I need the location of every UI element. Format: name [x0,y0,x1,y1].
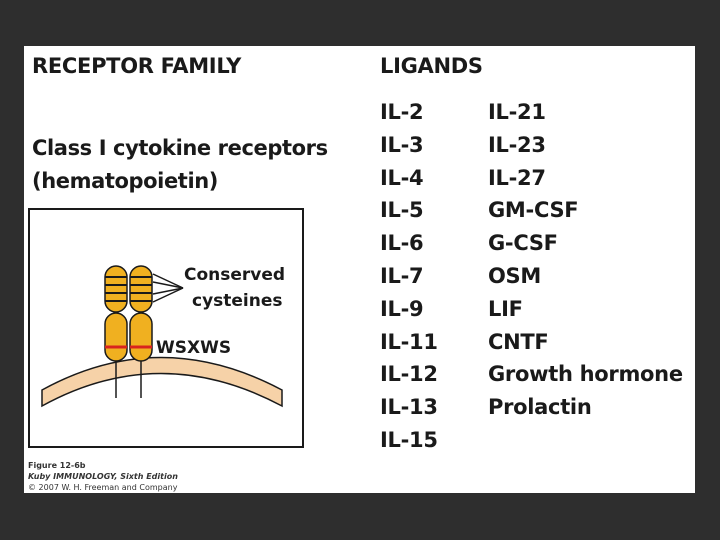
ligand-item: IL-2 [380,100,424,124]
receptor-family-name: Class I cytokine receptors (hematopoieti… [32,132,328,198]
ligand-item: IL-4 [380,165,424,190]
credit-figure-number: Figure 12-6b [28,461,86,470]
ligand-item: IL-27 [488,165,546,190]
ligand-column-1: IL-2 IL-3 IL-4 IL-5 IL-6 IL-7 IL-9 IL-11… [380,96,438,457]
ligands-header: LIGANDS [380,54,483,78]
receptor-diagram-svg: Conserved cysteines WSXWS [41,265,285,408]
ligand-column-2: IL-21 IL-23 IL-27 GM-CSF G-CSF OSM LIF C… [488,96,683,424]
receptor-chain-left [104,265,128,362]
receptor-chain-right [129,265,153,362]
cysteine-pointer-lines [152,273,184,303]
ligand-item: IL-3 [380,132,424,157]
wsxws-label: WSXWS [156,338,231,358]
domain-lower-left [104,312,128,362]
figure-credit: Figure 12-6b Kuby IMMUNOLOGY, Sixth Edit… [28,460,178,493]
cysteines-label: cysteines [192,291,283,311]
ligand-item: IL-13 [380,395,438,420]
conserved-label: Conserved [184,265,285,285]
ligand-item: IL-11 [380,329,438,354]
ligand-item: IL-23 [488,132,546,157]
ligand-item: IL-15 [380,427,438,452]
domain-lower-right [129,312,153,362]
ligand-item: IL-5 [380,198,424,223]
ligand-item: GM-CSF [488,198,579,223]
family-line-2: (hematopoietin) [32,169,218,193]
receptor-family-header: RECEPTOR FAMILY [32,54,242,78]
ligand-item: CNTF [488,329,549,354]
receptor-diagram: Conserved cysteines WSXWS [28,208,304,448]
ligand-item: G-CSF [488,231,558,256]
ligand-item: Growth hormone [488,362,683,387]
ligand-item: IL-21 [488,100,546,124]
ligand-item: IL-6 [380,231,424,256]
ligand-item: LIF [488,296,523,321]
ligand-item: OSM [488,263,541,288]
domain-upper-right [129,265,153,313]
ligand-item: IL-9 [380,296,424,321]
cell-membrane [41,356,283,408]
slide: RECEPTOR FAMILY LIGANDS Class I cytokine… [24,46,695,493]
ligand-item: Prolactin [488,395,592,420]
credit-copyright: © 2007 W. H. Freeman and Company [28,483,178,492]
ligand-item: IL-7 [380,263,424,288]
credit-book-title: Kuby IMMUNOLOGY, Sixth Edition [28,472,178,481]
ligand-item: IL-12 [380,362,438,387]
family-line-1: Class I cytokine receptors [32,136,328,160]
domain-upper-left [104,265,128,313]
